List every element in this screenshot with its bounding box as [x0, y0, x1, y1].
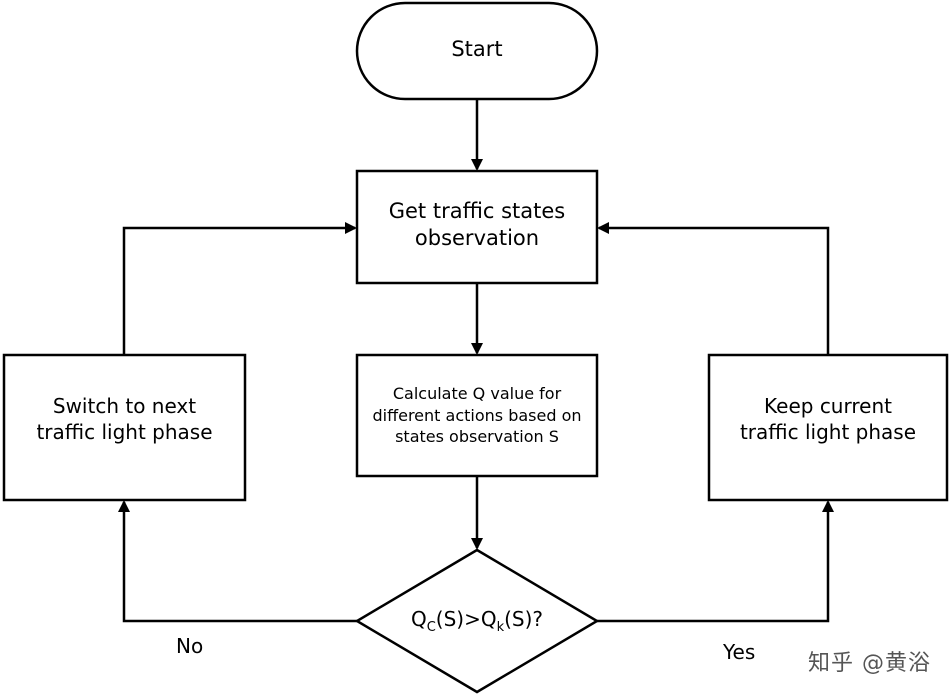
arrow-switch-loop	[122, 222, 357, 355]
watermark-text: 知乎 @黄浴	[808, 651, 931, 676]
start-terminator	[355, 1, 599, 101]
decision-diamond	[354, 548, 600, 694]
no-label: No	[176, 634, 204, 658]
arrow-decision-yes	[597, 500, 834, 623]
get-states-box	[355, 169, 599, 285]
keep-phase-box	[707, 353, 949, 502]
switch-phase-box	[2, 353, 247, 502]
arrow-decision-no	[118, 500, 357, 623]
arrow-keep-loop	[597, 222, 830, 355]
calc-q-box	[355, 353, 599, 478]
yes-label: Yes	[723, 640, 756, 664]
